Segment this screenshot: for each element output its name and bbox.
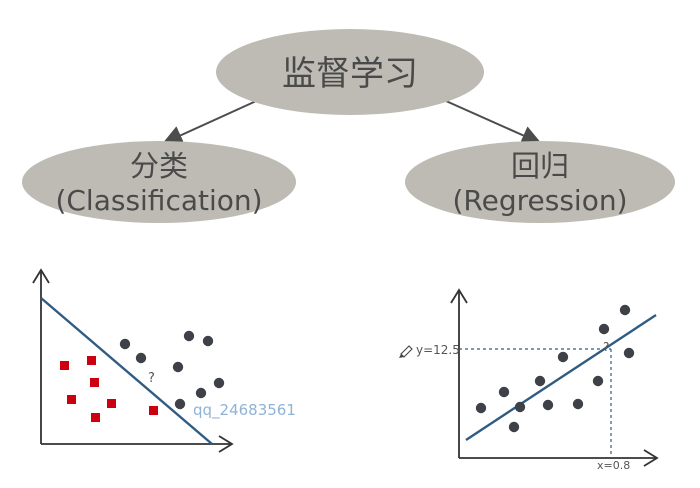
classification-label-cn: 分类: [130, 149, 188, 183]
red-square-point: [90, 378, 99, 387]
dark-circle-point: [174, 398, 186, 410]
regression-node: 回归 (Regression): [405, 141, 675, 223]
dark-circle-point: [195, 387, 207, 399]
regression-point: [619, 304, 631, 316]
pencil-icon: [399, 345, 413, 358]
regression-fit-line: [465, 313, 657, 442]
regression-point: [623, 347, 635, 359]
root-label: 监督学习: [282, 54, 418, 94]
dark-circle-point: [183, 330, 195, 342]
watermark-text: qq_24683561: [193, 401, 296, 420]
regression-ellipse: [405, 141, 675, 223]
classification-ellipse: [22, 141, 296, 223]
classification-y-axis-arrow-icon: [32, 268, 50, 284]
regression-point: [534, 375, 546, 387]
regression-x-axis-arrow-icon: [643, 449, 659, 467]
arrow-to-regression: [436, 96, 542, 145]
regression-plot: y=12.5 ? x=0.8: [399, 288, 659, 472]
red-square-point: [60, 361, 69, 370]
regression-point: [498, 386, 510, 398]
root-ellipse: [216, 29, 484, 115]
dark-circle-point: [213, 377, 225, 389]
red-square-point: [149, 406, 158, 415]
y-value-label: y=12.5: [416, 343, 460, 357]
classification-question-mark: ?: [148, 371, 155, 386]
classification-plot: ? qq_24683561: [32, 268, 296, 453]
classification-x-axis-arrow-icon: [218, 435, 234, 453]
regression-label-cn: 回归: [511, 149, 569, 183]
regression-point: [598, 323, 610, 335]
red-square-point: [107, 399, 116, 408]
dark-circle-point: [135, 352, 147, 364]
dark-circle-point: [202, 335, 214, 347]
x-value-label: x=0.8: [597, 459, 630, 472]
regression-point: [508, 421, 520, 433]
red-square-point: [87, 356, 96, 365]
regression-point: [514, 401, 526, 413]
classification-label-en: (Classification): [55, 184, 262, 217]
classification-boundary-line: [40, 297, 213, 445]
dark-circle-point: [172, 361, 184, 373]
regression-question-mark: ?: [603, 340, 609, 354]
regression-point: [475, 402, 487, 414]
root-node: 监督学习: [216, 29, 484, 115]
arrow-to-classification: [162, 96, 266, 145]
regression-point: [572, 398, 584, 410]
regression-label-en: (Regression): [453, 184, 628, 217]
regression-y-axis-arrow-icon: [450, 288, 468, 304]
classification-node: 分类 (Classification): [22, 141, 296, 223]
dark-circle-point: [119, 338, 131, 350]
regression-point: [592, 375, 604, 387]
regression-point: [542, 399, 554, 411]
red-square-point: [67, 395, 76, 404]
red-square-point: [91, 413, 100, 422]
regression-point: [557, 351, 569, 363]
